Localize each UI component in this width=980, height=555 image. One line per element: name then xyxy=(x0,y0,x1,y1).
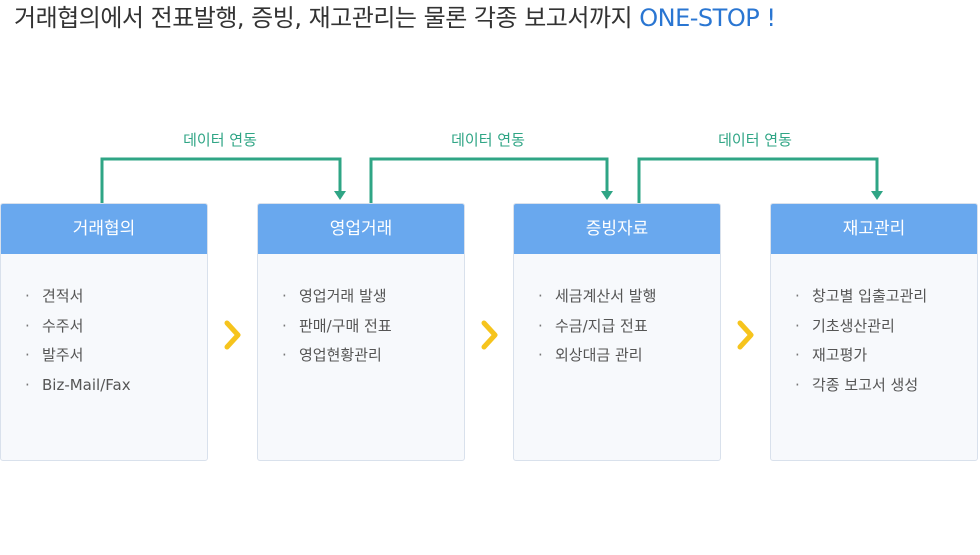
bullet: · xyxy=(25,375,30,394)
bullet: · xyxy=(795,375,800,394)
list-item: · 세금계산서 발행 xyxy=(538,282,720,312)
list-item: · 재고평가 xyxy=(795,341,977,371)
bullet: · xyxy=(282,316,287,335)
chevron-right-icon xyxy=(481,320,498,350)
list-item: · 수금/지급 전표 xyxy=(538,312,720,342)
list-item-label: 발주서 xyxy=(42,346,84,364)
connector-3 xyxy=(637,157,879,203)
list-item-label: 창고별 입출고관리 xyxy=(812,287,928,305)
headline-text: 거래협의에서 전표발행, 증빙, 재고관리는 물론 각종 보고서까지 xyxy=(14,4,633,32)
bullet: · xyxy=(282,346,287,364)
list-item: · 영업거래 발생 xyxy=(282,282,464,312)
card-deal-negotiation: 거래협의 · 견적서 · 수주서 · 발주서 · Biz-Mail/Fax xyxy=(0,203,208,461)
list-item-label: 수금/지급 전표 xyxy=(555,316,648,335)
card-title: 재고관리 xyxy=(771,204,977,254)
list-item: · 수주서 xyxy=(25,312,207,342)
connector-2-arrowhead xyxy=(601,191,613,200)
bullet: · xyxy=(538,287,543,305)
card-inventory-management: 재고관리 · 창고별 입출고관리 · 기초생산관리 · 재고평가 · 각종 보고서 생성 xyxy=(770,203,978,461)
list-item-label: 외상대금 관리 xyxy=(555,346,643,364)
bullet: · xyxy=(25,346,30,364)
chevron-right-icon xyxy=(737,320,754,350)
list-item: · Biz-Mail/Fax xyxy=(25,371,207,401)
card-item-list: · 창고별 입출고관리 · 기초생산관리 · 재고평가 · 각종 보고서 생성 xyxy=(771,254,977,400)
connector-3-arrowhead xyxy=(871,191,883,200)
bullet: · xyxy=(795,346,800,364)
list-item-label: Biz-Mail/Fax xyxy=(42,375,131,394)
bullet: · xyxy=(795,316,800,335)
list-item-label: 영업현황관리 xyxy=(299,346,382,364)
card-item-list: · 영업거래 발생 · 판매/구매 전표 · 영업현황관리 xyxy=(258,254,464,371)
list-item-label: 견적서 xyxy=(42,287,84,305)
bullet: · xyxy=(282,287,287,305)
bullet: · xyxy=(538,316,543,335)
card-item-list: · 견적서 · 수주서 · 발주서 · Biz-Mail/Fax xyxy=(1,254,207,400)
link-label-3: 데이터 연동 xyxy=(718,131,792,149)
card-sales-transaction: 영업거래 · 영업거래 발생 · 판매/구매 전표 · 영업현황관리 xyxy=(257,203,465,461)
list-item-label: 기초생산관리 xyxy=(812,316,895,335)
list-item: · 각종 보고서 생성 xyxy=(795,371,977,401)
list-item-label: 재고평가 xyxy=(812,346,868,364)
list-item: · 기초생산관리 xyxy=(795,312,977,342)
bullet: · xyxy=(25,316,30,335)
list-item-label: 세금계산서 발행 xyxy=(555,287,657,305)
link-label-2: 데이터 연동 xyxy=(451,131,525,149)
list-item: · 견적서 xyxy=(25,282,207,312)
connector-2 xyxy=(369,157,609,203)
list-item-label: 판매/구매 전표 xyxy=(299,316,392,335)
card-evidence-documents: 증빙자료 · 세금계산서 발행 · 수금/지급 전표 · 외상대금 관리 xyxy=(513,203,721,461)
list-item-label: 각종 보고서 생성 xyxy=(812,375,919,394)
card-title: 거래협의 xyxy=(1,204,207,254)
bullet: · xyxy=(795,287,800,305)
bullet: · xyxy=(538,346,543,364)
bullet: · xyxy=(25,287,30,305)
list-item: · 창고별 입출고관리 xyxy=(795,282,977,312)
list-item: · 판매/구매 전표 xyxy=(282,312,464,342)
headline-accent: ONE-STOP ! xyxy=(639,4,776,32)
connector-1-arrowhead xyxy=(334,191,346,200)
chevron-right-icon xyxy=(224,320,241,350)
connector-1 xyxy=(100,157,342,203)
page-headline: 거래협의에서 전표발행, 증빙, 재고관리는 물론 각종 보고서까지 ONE-S… xyxy=(14,0,776,36)
list-item: · 발주서 xyxy=(25,341,207,371)
card-title: 증빙자료 xyxy=(514,204,720,254)
list-item: · 외상대금 관리 xyxy=(538,341,720,371)
link-label-1: 데이터 연동 xyxy=(183,131,257,149)
card-title: 영업거래 xyxy=(258,204,464,254)
list-item: · 영업현황관리 xyxy=(282,341,464,371)
list-item-label: 수주서 xyxy=(42,316,84,335)
card-item-list: · 세금계산서 발행 · 수금/지급 전표 · 외상대금 관리 xyxy=(514,254,720,371)
list-item-label: 영업거래 발생 xyxy=(299,287,387,305)
